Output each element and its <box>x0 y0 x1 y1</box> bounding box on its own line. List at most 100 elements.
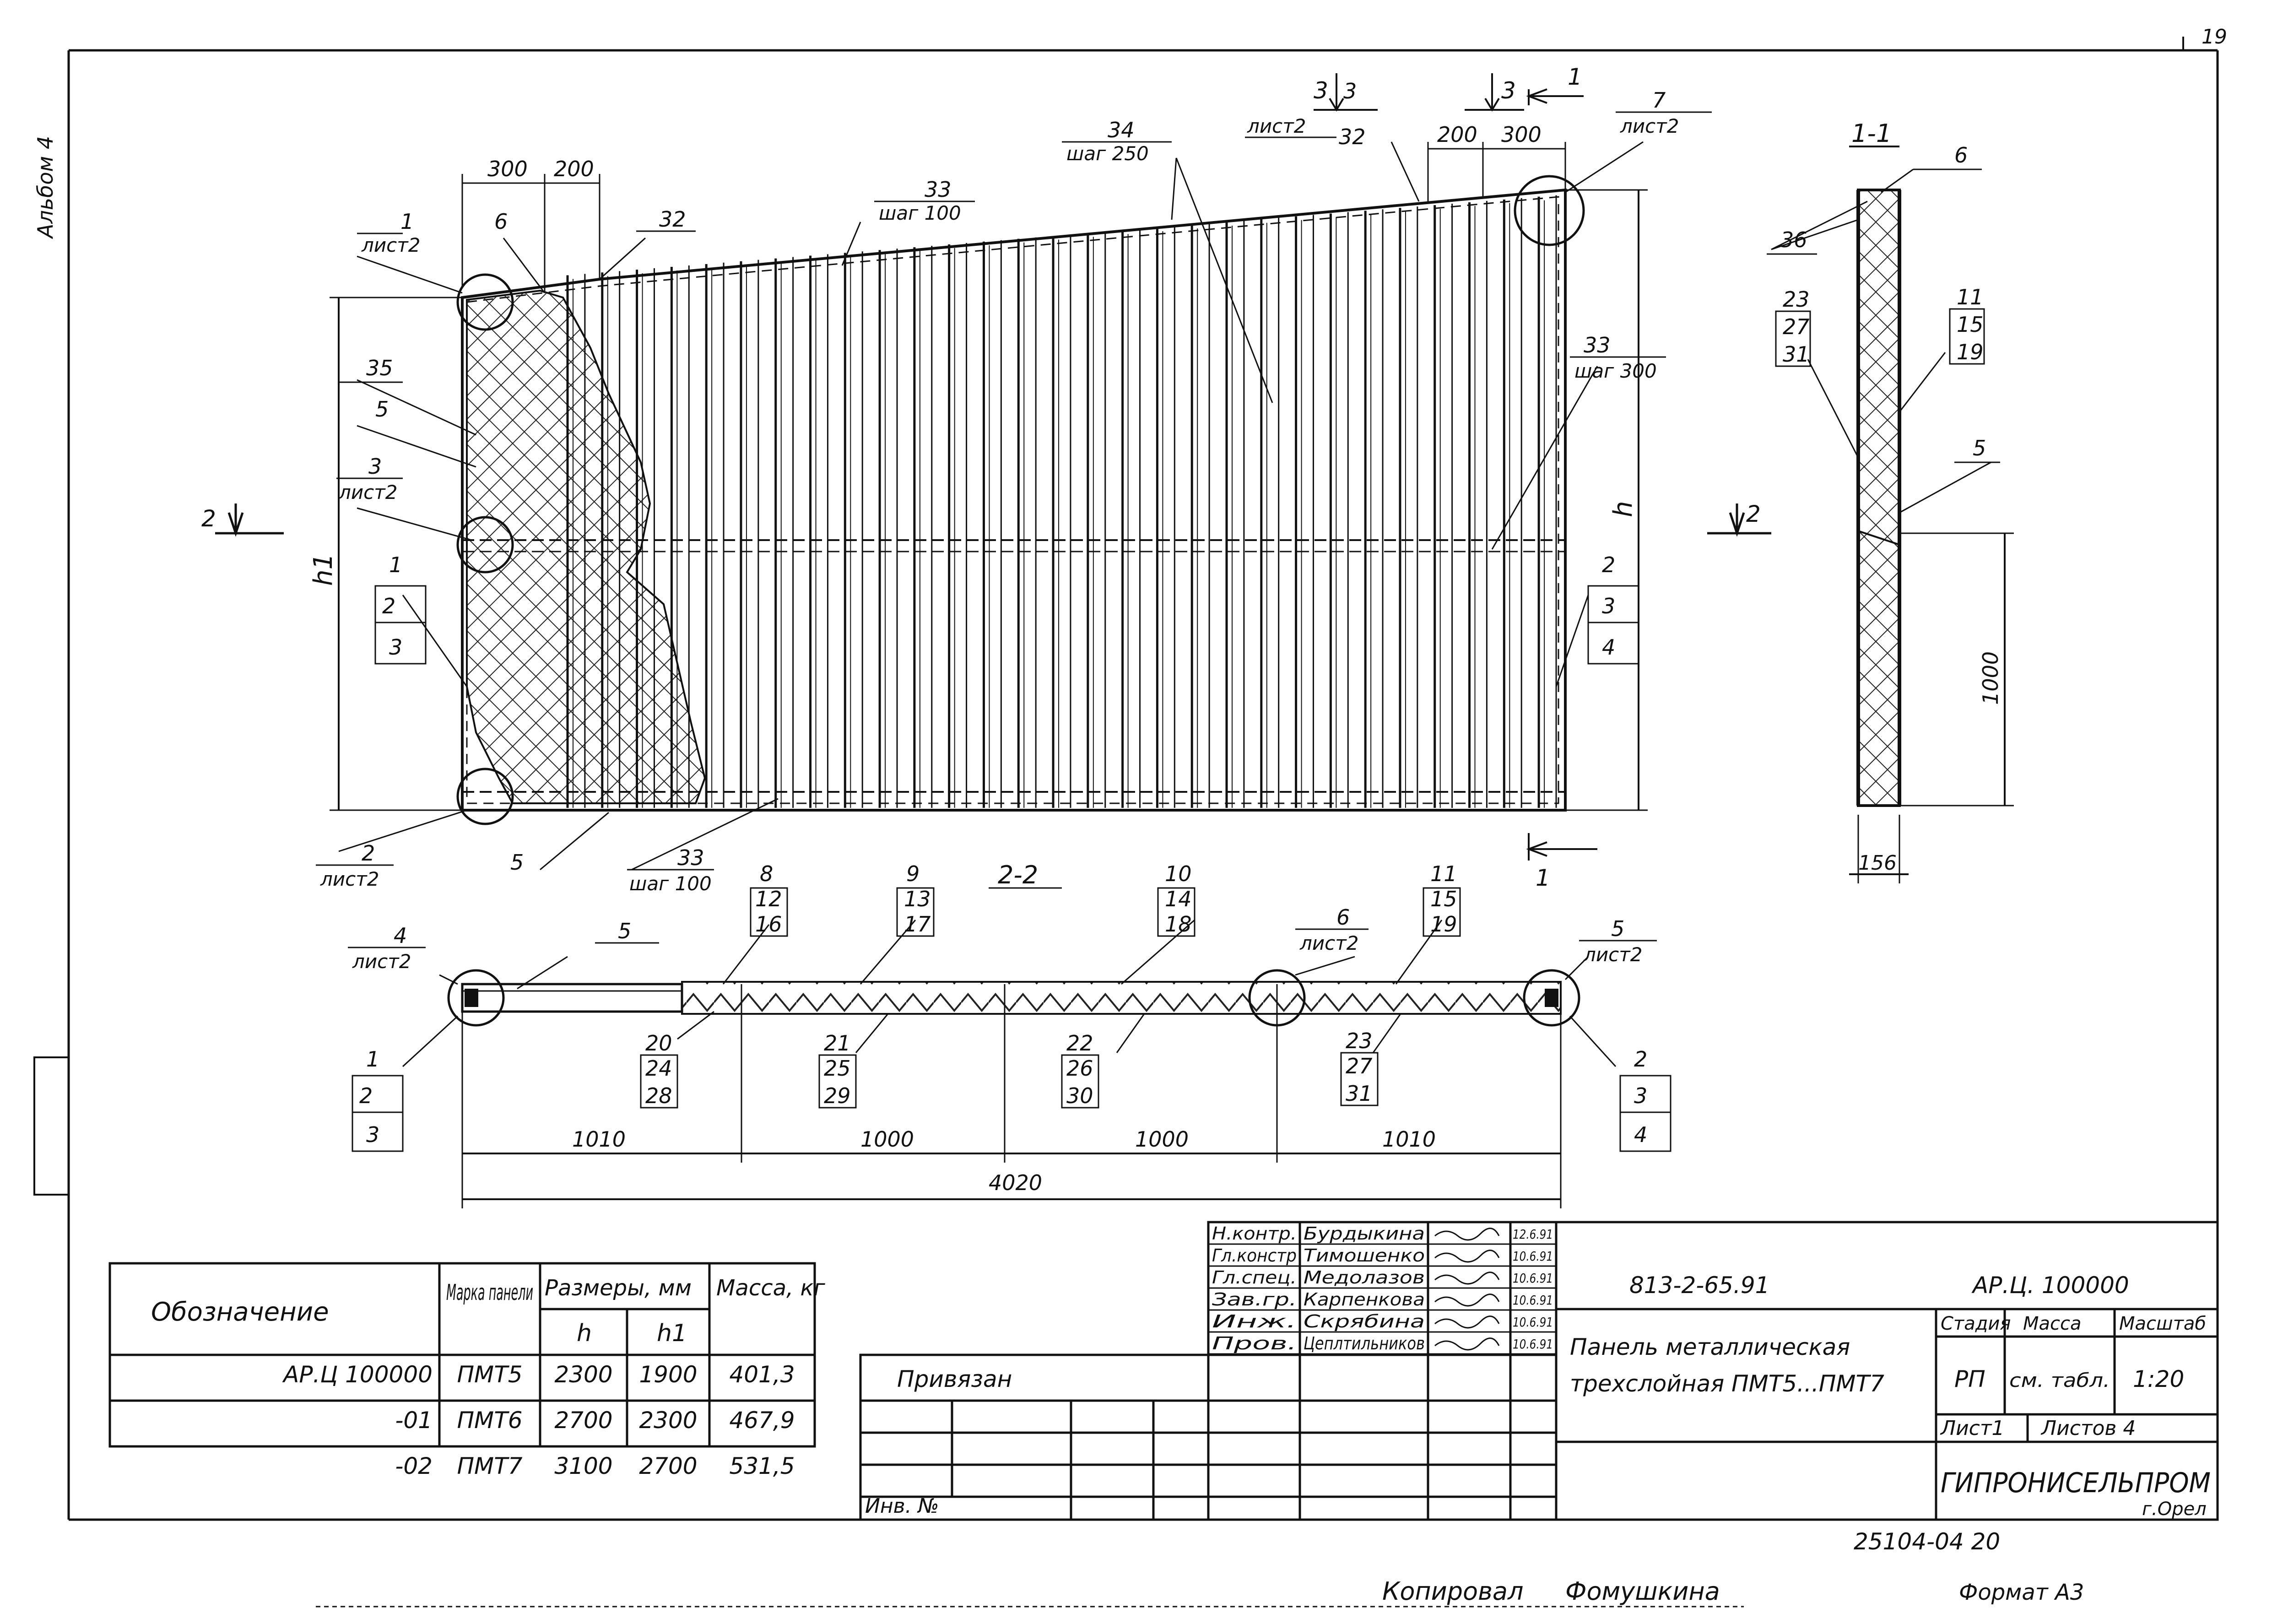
spec-cell-h1: 1900 <box>639 1361 697 1388</box>
signer-role: Гл.констр <box>1212 1245 1297 1266</box>
spec-table-text: Обозначение Марка панели Размеры, мм h h… <box>151 1275 826 1479</box>
s22-c4-num: 4 <box>394 923 407 948</box>
s11-callout-11: 11 <box>1957 285 1984 309</box>
callout-34-num: 34 <box>1108 118 1135 142</box>
spec-cell-mass: 467,9 <box>729 1407 795 1434</box>
spec-table <box>108 1262 816 1448</box>
s22-c19: 19 <box>1430 912 1457 937</box>
callout-3-top-num: 3 <box>1343 79 1357 103</box>
sheet-value: Лист1 <box>1940 1417 2005 1440</box>
callout-5b: 5 <box>510 850 524 875</box>
s11-callout-15: 15 <box>1957 312 1984 337</box>
spec-header-h: h <box>577 1320 592 1347</box>
s22-c6-sheet: лист2 <box>1299 932 1358 954</box>
s22-c15: 15 <box>1430 887 1457 911</box>
s22-c2r: 2 <box>1634 1047 1647 1072</box>
callout-2-bot-sheet: лист2 <box>320 868 379 890</box>
mass-label: Масса <box>2023 1313 2082 1334</box>
callout-34-step: шаг 250 <box>1066 142 1149 165</box>
spec-header-mass: Масса, кг <box>716 1275 826 1301</box>
s11-callout-27: 27 <box>1783 314 1810 339</box>
callout-33-right-step: шаг 300 <box>1574 360 1657 382</box>
spec-cell-mass: 531,5 <box>729 1453 795 1479</box>
spec-header-designation: Обозначение <box>151 1297 329 1327</box>
callout-123-left-3: 3 <box>389 635 402 660</box>
spec-cell-h: 2300 <box>554 1361 612 1388</box>
section-2-2-underlines <box>348 887 1672 1152</box>
s11-callout-5: 5 <box>1973 436 1986 460</box>
inv-label: Инв. № <box>865 1494 939 1518</box>
callout-3-top-sheet: лист2 <box>1247 115 1306 137</box>
s22-c17: 17 <box>904 912 931 937</box>
callout-32b: 32 <box>1339 125 1366 149</box>
callout-234-right-2: 2 <box>1602 552 1615 577</box>
signature-icon <box>1434 1337 1500 1351</box>
callout-5a: 5 <box>375 397 389 422</box>
callout-35: 35 <box>366 356 393 380</box>
spec-cell-designation: АР.Ц 100000 <box>282 1361 433 1388</box>
s22-c26: 26 <box>1066 1056 1093 1081</box>
section-1-1-title: 1-1 <box>1851 119 1892 148</box>
org-city: г.Орел <box>2142 1499 2207 1520</box>
dim-200-left: 200 <box>554 157 594 181</box>
mass-value: см. табл. <box>2009 1369 2110 1391</box>
callout-1-num: 1 <box>400 209 414 234</box>
signature-icon <box>1434 1250 1500 1263</box>
callout-33-bot-step: шаг 100 <box>629 872 712 895</box>
signer-date: 12.6.91 <box>1513 1227 1553 1242</box>
signer-name: Карпенкова <box>1304 1289 1425 1310</box>
s11-callout-6: 6 <box>1954 143 1968 168</box>
s22-c28: 28 <box>645 1083 672 1108</box>
callout-2-bot-num: 2 <box>362 841 375 866</box>
s11-dim-156: 156 <box>1858 851 1897 875</box>
s22-c12: 12 <box>755 887 782 911</box>
signer-name: Медолазов <box>1304 1267 1425 1288</box>
signer-date: 10.6.91 <box>1513 1293 1553 1308</box>
bound-label: Привязан <box>897 1366 1012 1392</box>
s11-callout-23: 23 <box>1783 287 1810 312</box>
s22-c8: 8 <box>760 861 773 886</box>
s22-c16: 16 <box>755 912 782 937</box>
spec-cell-h: 3100 <box>554 1453 612 1479</box>
spec-cell-h1: 2700 <box>639 1453 697 1479</box>
main-panel-view <box>215 73 1771 871</box>
section-1-1-labels: 1-1 6 36 23 27 31 11 15 19 5 1000 156 <box>1780 119 2003 875</box>
main-view-underlines <box>316 111 1712 871</box>
section-2-2-title: 2-2 <box>998 861 1038 889</box>
dim-300-left: 300 <box>487 157 528 181</box>
s22-c27: 27 <box>1346 1054 1373 1078</box>
signer-name: Тимошенко <box>1304 1245 1425 1266</box>
s22-dim-1000-a: 1000 <box>860 1127 914 1152</box>
s22-c1: 1 <box>366 1047 379 1072</box>
s22-c3: 3 <box>366 1122 379 1147</box>
s22-c22: 22 <box>1066 1031 1093 1056</box>
spec-cell-h: 2700 <box>554 1407 612 1434</box>
title-line1: Панель металлическая <box>1570 1334 1850 1360</box>
s22-c20: 20 <box>645 1031 672 1056</box>
project-code: 813-2-65.91 <box>1629 1272 1769 1299</box>
s22-c29: 29 <box>824 1083 851 1108</box>
callout-123-left-2: 2 <box>382 594 395 618</box>
s22-c31: 31 <box>1346 1081 1373 1106</box>
s22-c4-sheet: лист2 <box>352 950 411 973</box>
signer-role: Гл.спец. <box>1212 1267 1297 1288</box>
stage-label: Стадия <box>1941 1313 2011 1334</box>
signer-name: Цеплтильников <box>1304 1333 1425 1353</box>
signature-icon <box>1434 1294 1500 1307</box>
signer-role: Н.контр. <box>1212 1223 1297 1244</box>
callout-7-sheet: лист2 <box>1620 115 1679 137</box>
section-mark-2-left: 2 <box>201 505 216 532</box>
signer-role: Инж. <box>1212 1311 1297 1332</box>
spec-cell-h1: 2300 <box>639 1407 697 1434</box>
section-1-1 <box>1771 146 2014 883</box>
scale-value: 1:20 <box>2133 1366 2184 1392</box>
callout-7-num: 7 <box>1652 88 1666 113</box>
